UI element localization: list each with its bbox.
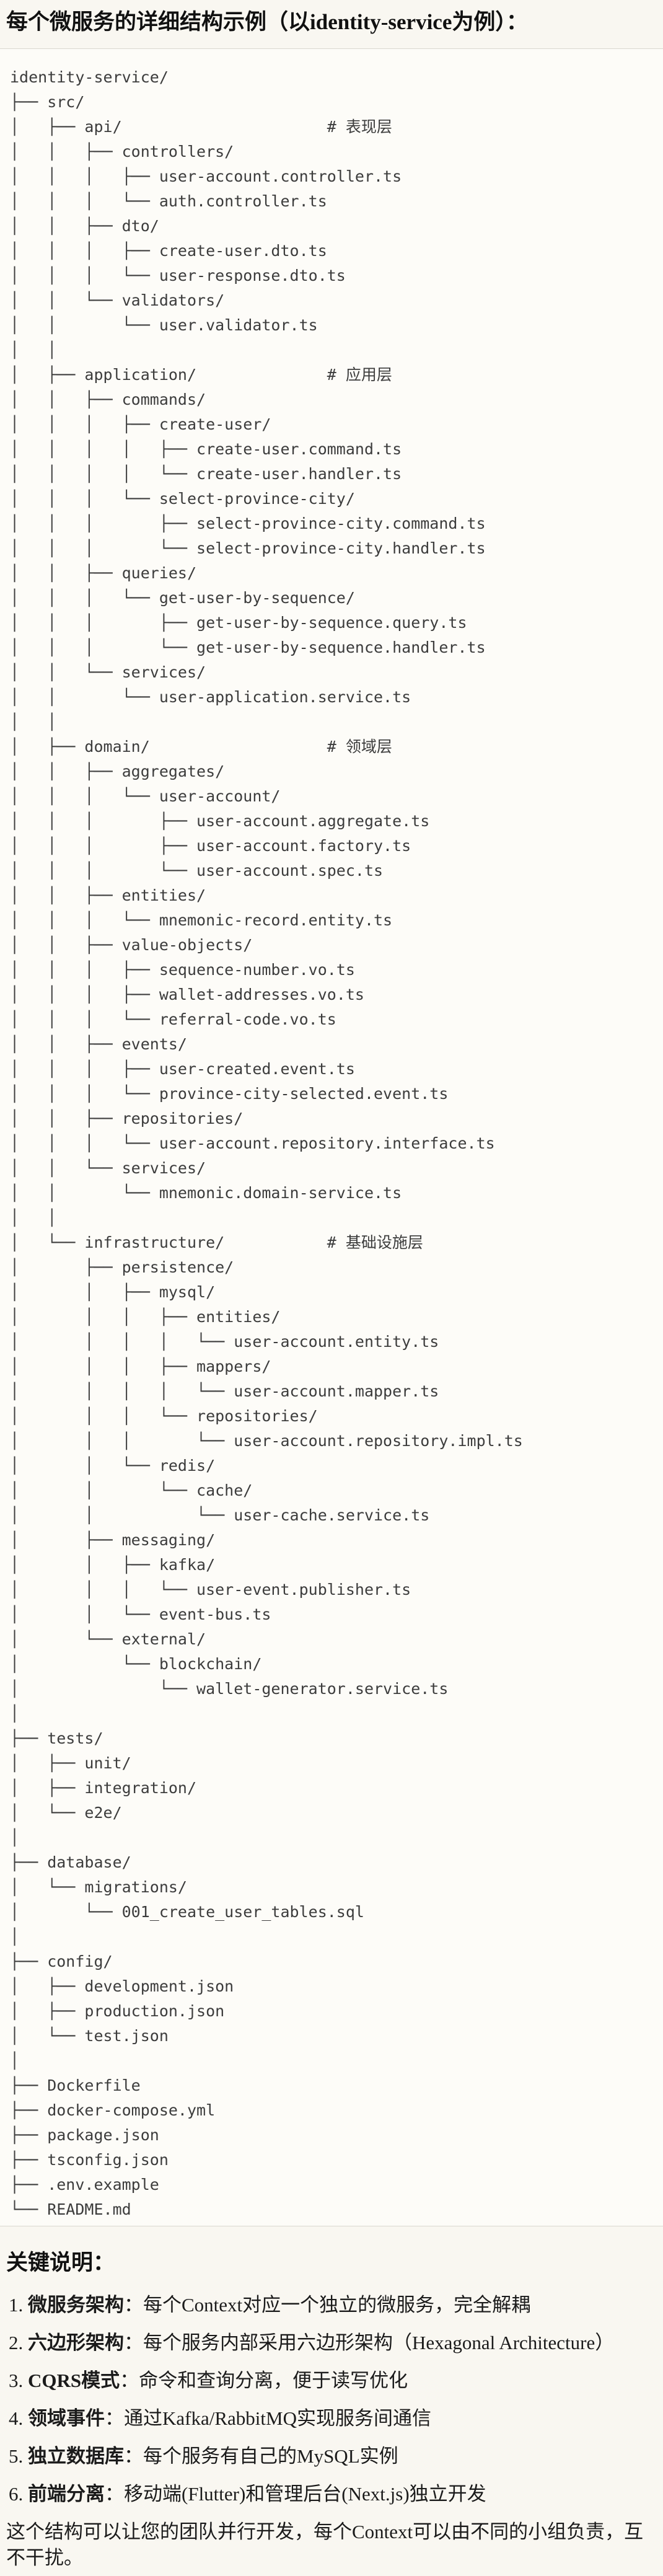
directory-tree: identity-service/ ├── src/ │ ├── api/ # … — [10, 68, 523, 2218]
notes-section: 关键说明： 1. 微服务架构：每个Context对应一个独立的微服务，完全解耦 … — [0, 2249, 663, 2576]
note-text: ：每个服务内部采用六边形架构（Hexagonal Architecture） — [124, 2332, 615, 2353]
note-label: CQRS模式 — [28, 2370, 120, 2391]
note-text: ：每个服务有自己的MySQL实例 — [124, 2445, 398, 2467]
note-text: ：每个Context对应一个独立的微服务，完全解耦 — [124, 2294, 531, 2316]
note-label: 微服务架构 — [28, 2294, 124, 2316]
note-label: 领域事件 — [28, 2407, 105, 2429]
note-text: ：通过Kafka/RabbitMQ实现服务间通信 — [105, 2407, 431, 2429]
notes-list: 1. 微服务架构：每个Context对应一个独立的微服务，完全解耦 2. 六边形… — [6, 2292, 657, 2507]
note-number: 6. — [9, 2483, 24, 2505]
note-item: 6. 前端分离：移动端(Flutter)和管理后台(Next.js)独立开发 — [9, 2481, 657, 2507]
note-label: 独立数据库 — [28, 2445, 124, 2467]
note-label: 六边形架构 — [28, 2332, 124, 2353]
note-number: 1. — [9, 2294, 24, 2316]
closing-paragraph: 这个结构可以让您的团队并行开发，每个Context可以由不同的小组负责，互不干扰… — [6, 2521, 644, 2569]
note-label: 前端分离 — [28, 2483, 105, 2505]
page-title: 每个微服务的详细结构示例（以identity-service为例）： — [6, 10, 528, 34]
note-item: 3. CQRS模式：命令和查询分离，便于读写优化 — [9, 2368, 657, 2394]
notes-heading: 关键说明： — [6, 2251, 115, 2275]
note-item: 4. 领域事件：通过Kafka/RabbitMQ实现服务间通信 — [9, 2406, 657, 2432]
note-text: ：移动端(Flutter)和管理后台(Next.js)独立开发 — [105, 2483, 486, 2505]
note-number: 2. — [9, 2332, 24, 2353]
note-text: ：命令和查询分离，便于读写优化 — [120, 2370, 408, 2391]
note-number: 5. — [9, 2445, 24, 2467]
note-number: 4. — [9, 2407, 24, 2429]
note-item: 5. 独立数据库：每个服务有自己的MySQL实例 — [9, 2443, 657, 2469]
note-item: 1. 微服务架构：每个Context对应一个独立的微服务，完全解耦 — [9, 2292, 657, 2318]
note-number: 3. — [9, 2370, 24, 2391]
code-block: identity-service/ ├── src/ │ ├── api/ # … — [0, 48, 663, 2226]
note-item: 2. 六边形架构：每个服务内部采用六边形架构（Hexagonal Archite… — [9, 2330, 657, 2356]
